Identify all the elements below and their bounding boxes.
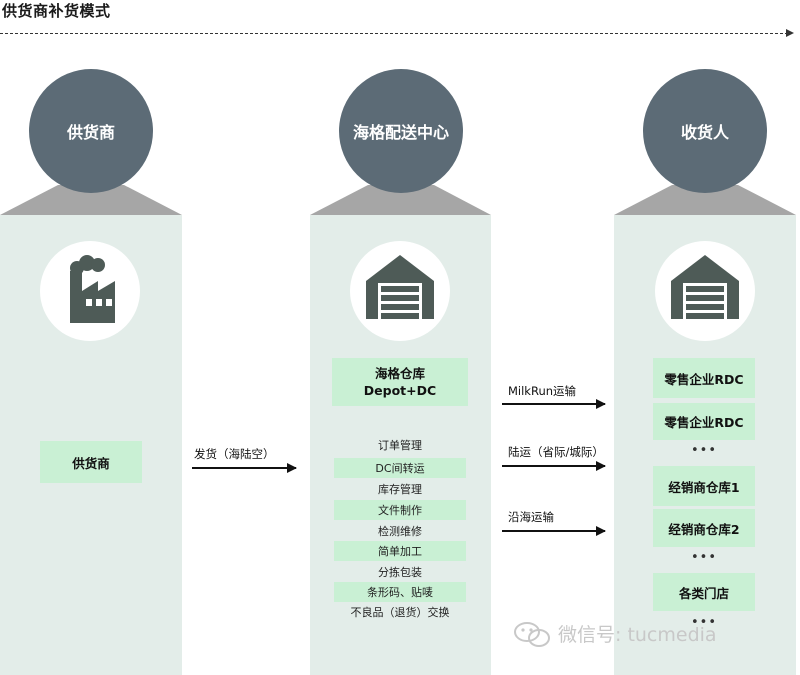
dc-service-item: DC间转运	[334, 458, 466, 478]
dc-header-label: 海格配送中心	[352, 123, 449, 142]
title-divider	[0, 33, 788, 34]
supplier-header-label: 供货商	[66, 123, 115, 142]
receiver-box: 经销商仓库2	[653, 509, 755, 547]
receiver-box-label: 零售企业RDC	[664, 371, 744, 387]
receiver-warehouse-icon-circle	[655, 241, 755, 341]
watermark-text: 微信号: tucmedia	[558, 624, 717, 646]
dc-service-item: 库存管理	[378, 483, 422, 496]
ship-label: 发货（海陆空）	[194, 447, 275, 461]
dc-service-item: 订单管理	[378, 439, 422, 452]
milkrun-label: MilkRun运输	[508, 384, 577, 398]
warehouse-icon	[366, 255, 434, 319]
dc-service-item: 检测维修	[378, 525, 422, 538]
dc-warehouse-sublabel: Depot+DC	[363, 383, 437, 398]
dc-warehouse-box: 海格仓库 Depot+DC	[332, 358, 468, 406]
receiver-ellipsis: •••	[690, 443, 717, 458]
dc-service-item: 文件制作	[334, 500, 466, 520]
sea-label: 沿海运输	[508, 510, 554, 524]
dc-warehouse-label: 海格仓库	[374, 366, 425, 381]
header-connectors	[0, 185, 796, 215]
wechat-icon	[514, 622, 550, 647]
factory-icon	[70, 255, 115, 323]
factory-icon-circle	[40, 241, 140, 341]
receiver-box: 零售企业RDC	[653, 358, 755, 398]
receiver-box-label: 经销商仓库2	[668, 521, 740, 537]
dc-service-item: 不良品（退货）交换	[350, 606, 450, 619]
dc-service-item: 分拣包装	[378, 566, 422, 579]
receiver-ellipsis: •••	[690, 615, 717, 630]
dc-header-circle: 海格配送中心	[339, 69, 463, 193]
dc-service-item: 简单加工	[334, 541, 466, 561]
supplier-header-circle: 供货商	[29, 69, 153, 193]
warehouse-icon	[671, 255, 739, 319]
divider-arrowhead	[786, 29, 794, 37]
receiver-box: 各类门店	[653, 573, 755, 611]
receiver-box-label: 零售企业RDC	[664, 415, 744, 430]
land-label: 陆运（省际/城际）	[508, 445, 604, 459]
receiver-connector	[614, 185, 796, 215]
dc-connector	[310, 185, 491, 215]
diagram-title: 供货商补货模式	[2, 2, 111, 20]
receiver-box-label: 经销商仓库1	[668, 479, 740, 495]
supplier-connector	[0, 185, 182, 215]
receiver-ellipsis: •••	[690, 550, 717, 565]
dc-warehouse-icon-circle	[350, 241, 450, 341]
receiver-header-circle: 收货人	[643, 69, 767, 193]
receiver-box-label: 各类门店	[678, 585, 729, 601]
dc-service-item: 条形码、贴唛	[334, 582, 466, 602]
supplier-box-label: 供货商	[72, 455, 110, 471]
receiver-header-label: 收货人	[680, 123, 729, 142]
receiver-box: 零售企业RDC	[653, 403, 755, 440]
supplier-box: 供货商	[40, 441, 142, 483]
receiver-box: 经销商仓库1	[653, 466, 755, 506]
